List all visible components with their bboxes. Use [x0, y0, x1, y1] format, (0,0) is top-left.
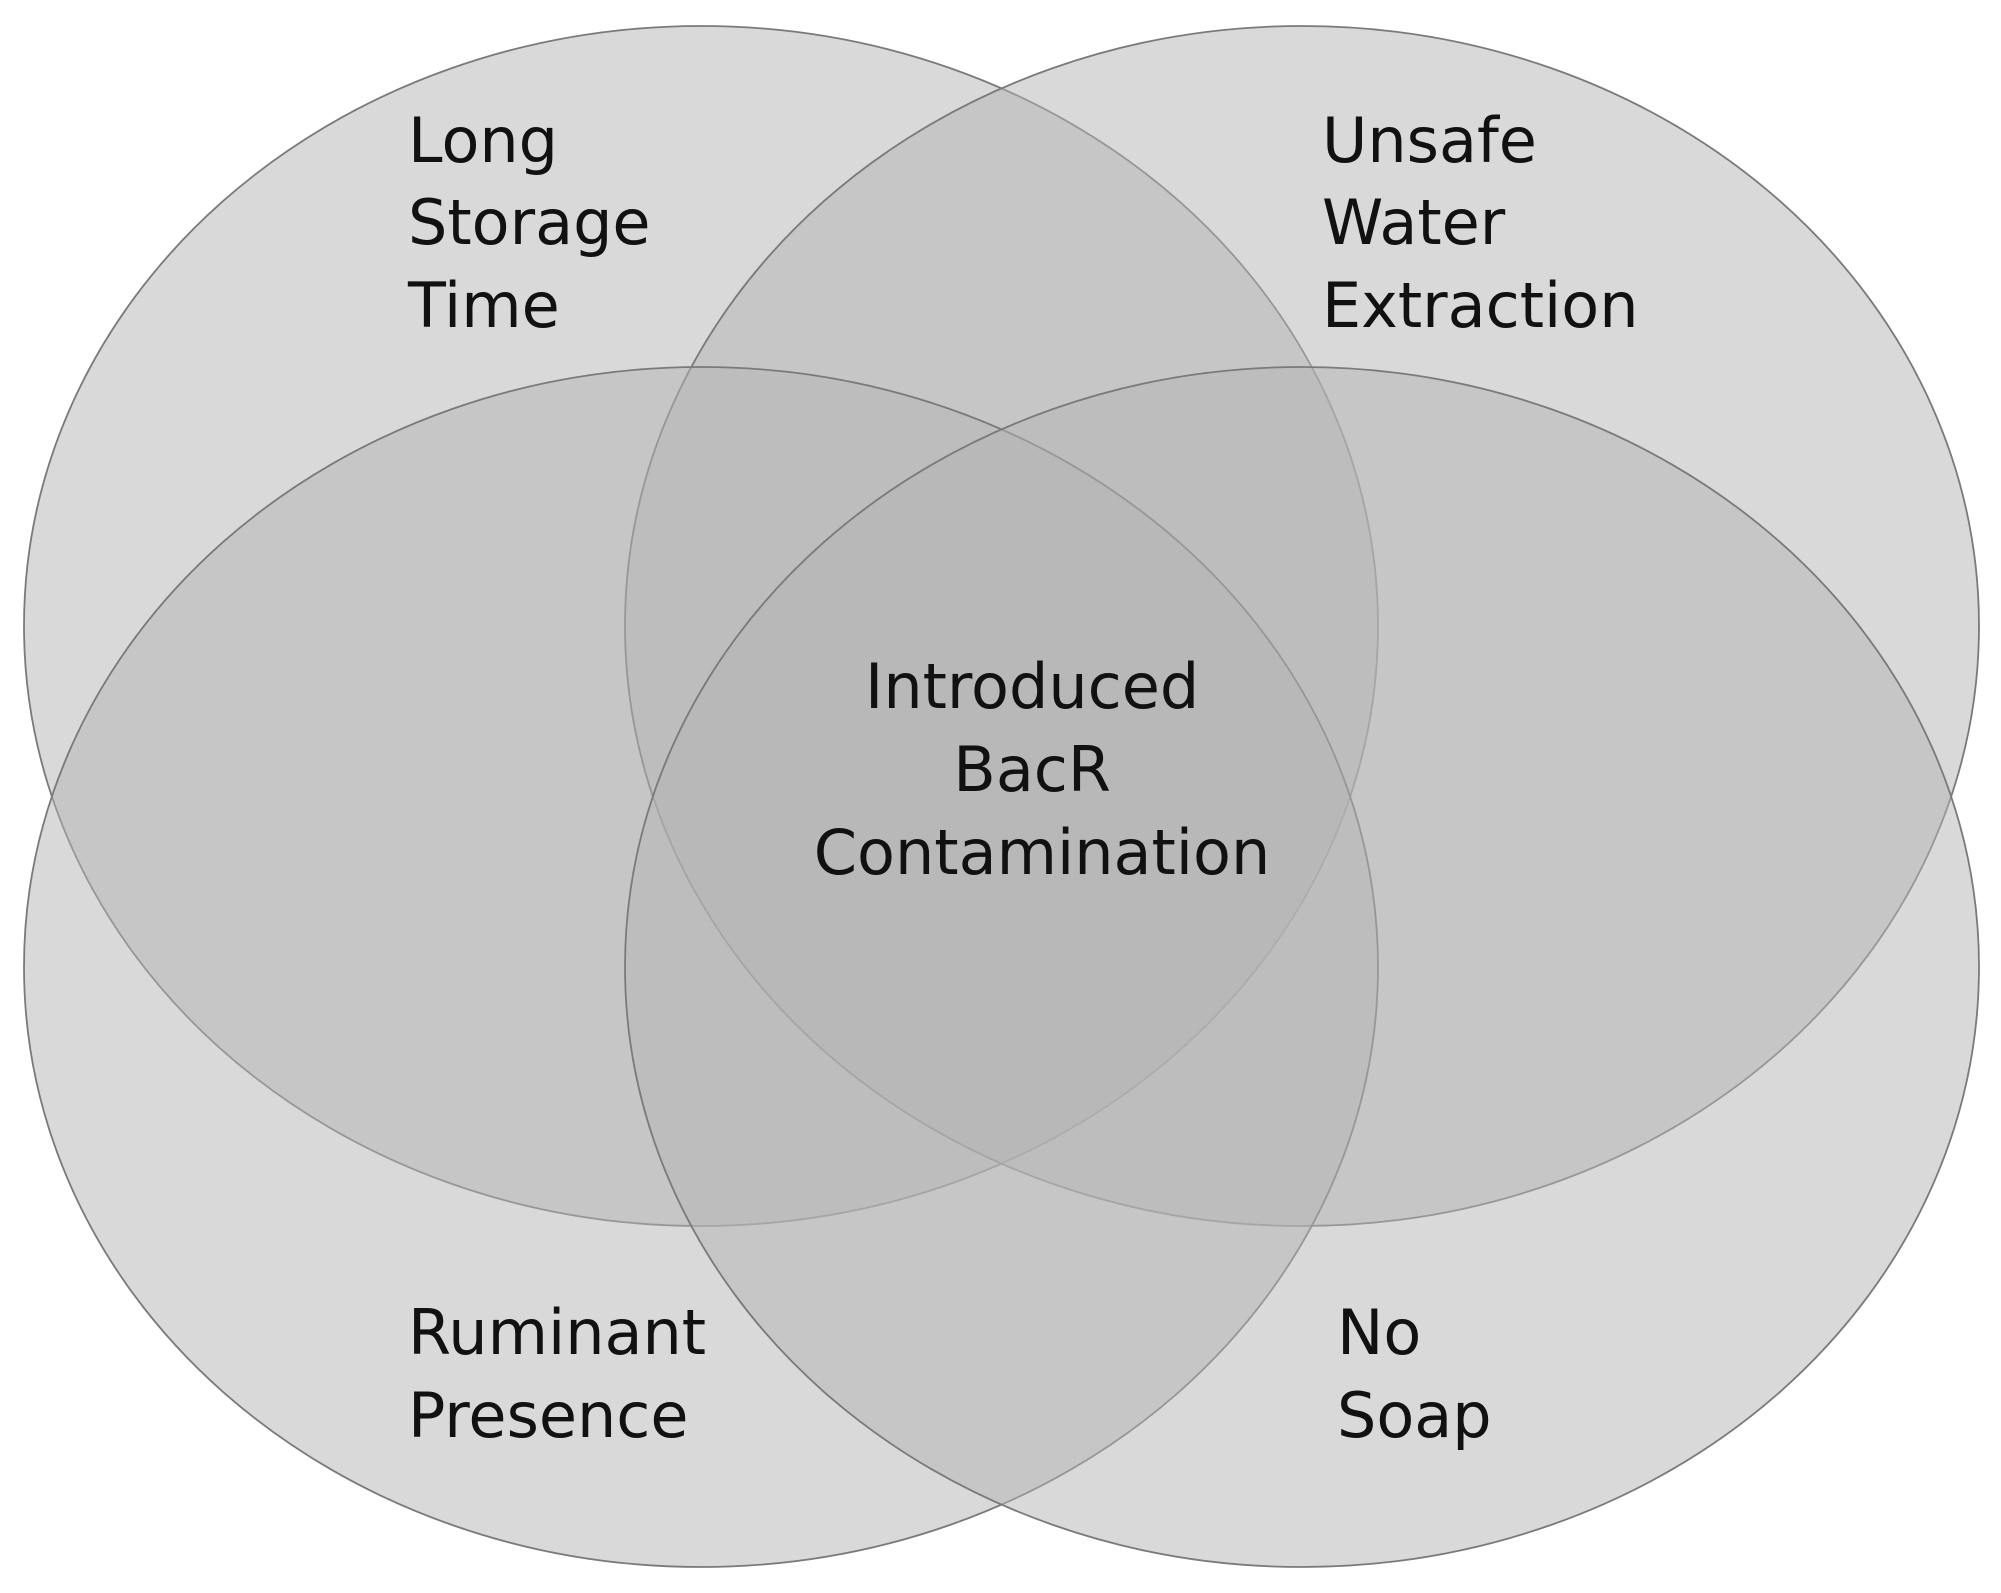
label-intersection: Introduced BacR Contamination — [814, 650, 1271, 889]
label-ruminant-presence: Ruminant Presence — [408, 1296, 726, 1452]
ellipse-no-soap — [624, 366, 1980, 1568]
label-no-soap: No Soap — [1337, 1296, 1492, 1452]
set-labels: Long Storage Time Unsafe Water Extractio… — [407, 104, 1639, 1452]
label-unsafe-water-extraction: Unsafe Water Extraction — [1322, 104, 1639, 342]
label-long-storage-time: Long Storage Time — [407, 104, 670, 342]
set-ellipses — [23, 25, 1980, 1568]
